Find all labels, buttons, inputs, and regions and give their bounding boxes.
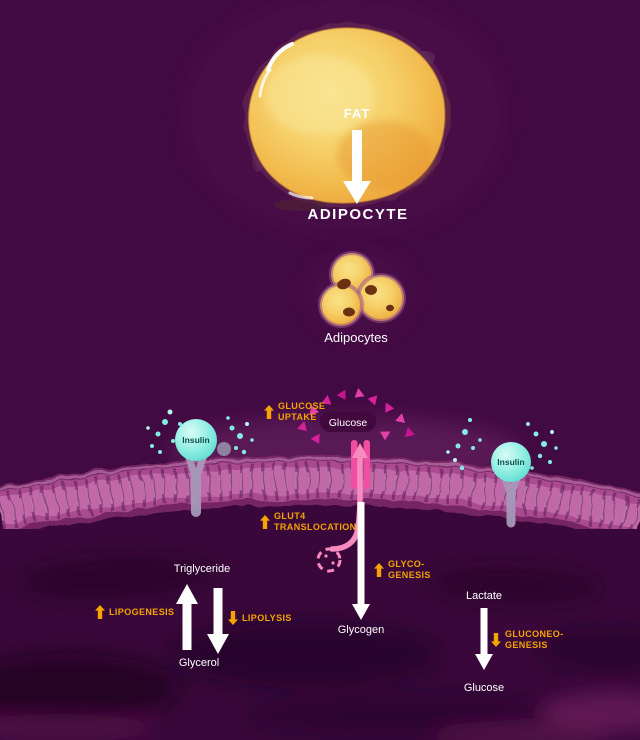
glycogenesis-label: GLYCO- GENESIS xyxy=(374,559,431,581)
glycogenesis-line1: GLYCO- xyxy=(388,559,425,569)
glut4-line2: TRANSLOCATION xyxy=(274,522,357,532)
up-arrow-icon xyxy=(264,405,274,419)
insulin-molecule-left xyxy=(175,419,217,461)
glycogen-label: Glycogen xyxy=(337,624,385,636)
adipocytes-caption: Adipocytes xyxy=(324,330,388,345)
cell-interior xyxy=(0,480,640,740)
lipogenesis-text: LIPOGENESIS xyxy=(109,606,175,617)
glycerol-label: Glycerol xyxy=(178,657,220,669)
glucose-molecules-triangles xyxy=(297,388,415,445)
insulin-molecule-right xyxy=(491,442,531,482)
lipolysis-text: LIPOLYSIS xyxy=(242,612,292,623)
up-arrow-icon xyxy=(374,563,384,577)
glucose-product-label: Glucose xyxy=(463,682,505,694)
glucose-uptake-label: GLUCOSE UPTAKE xyxy=(264,401,325,423)
glucose-label-pill xyxy=(320,411,376,432)
glycogenesis-line2: GENESIS xyxy=(388,570,431,580)
insulin-molecules-dots-left xyxy=(146,409,254,455)
gluconeogenesis-line2: GENESIS xyxy=(505,640,548,650)
glut4-line1: GLUT4 xyxy=(274,511,306,521)
fat-label: FAT xyxy=(343,106,371,121)
triglyceride-label: Triglyceride xyxy=(173,563,231,575)
insulin-left-label: Insulin xyxy=(182,435,210,445)
glut4-vesicle-icon xyxy=(316,547,342,573)
insulin-molecules-dots-right xyxy=(446,418,558,471)
adipocytes-illustration xyxy=(318,251,406,328)
glucose-label: Glucose xyxy=(328,417,368,429)
down-arrow-icon xyxy=(491,633,501,647)
gluconeogenesis-line1: GLUCONEO- xyxy=(505,629,564,639)
lipogenesis-arrow-icon xyxy=(176,584,198,650)
glucose-uptake-line1: GLUCOSE xyxy=(278,401,326,411)
lipolysis-arrow-icon xyxy=(207,588,229,654)
receptor-subunit xyxy=(217,442,231,456)
lactate-label: Lactate xyxy=(465,590,503,602)
cell-membrane xyxy=(0,455,640,542)
up-arrow-icon xyxy=(260,515,270,529)
glucose-uptake-line2: UPTAKE xyxy=(278,412,317,422)
lipolysis-label: LIPOLYSIS xyxy=(228,611,292,625)
fat-to-adipocyte-arrow-icon xyxy=(343,130,371,204)
gluconeogenesis-arrow-icon xyxy=(475,608,493,670)
glut4-translocation-label: GLUT4 TRANSLOCATION xyxy=(260,511,357,533)
insulin-receptor-left xyxy=(175,419,231,517)
gluconeogenesis-label: GLUCONEO- GENESIS xyxy=(491,629,564,651)
insulin-receptor-right xyxy=(491,442,531,528)
lipogenesis-label: LIPOGENESIS xyxy=(95,605,174,619)
insulin-right-label: Insulin xyxy=(497,457,525,467)
adipocyte-title: ADIPOCYTE xyxy=(307,206,409,223)
glycogenesis-arrow-icon xyxy=(352,502,370,620)
fat-cell-illustration xyxy=(243,23,451,211)
down-arrow-icon xyxy=(228,611,238,625)
up-arrow-icon xyxy=(95,605,105,619)
